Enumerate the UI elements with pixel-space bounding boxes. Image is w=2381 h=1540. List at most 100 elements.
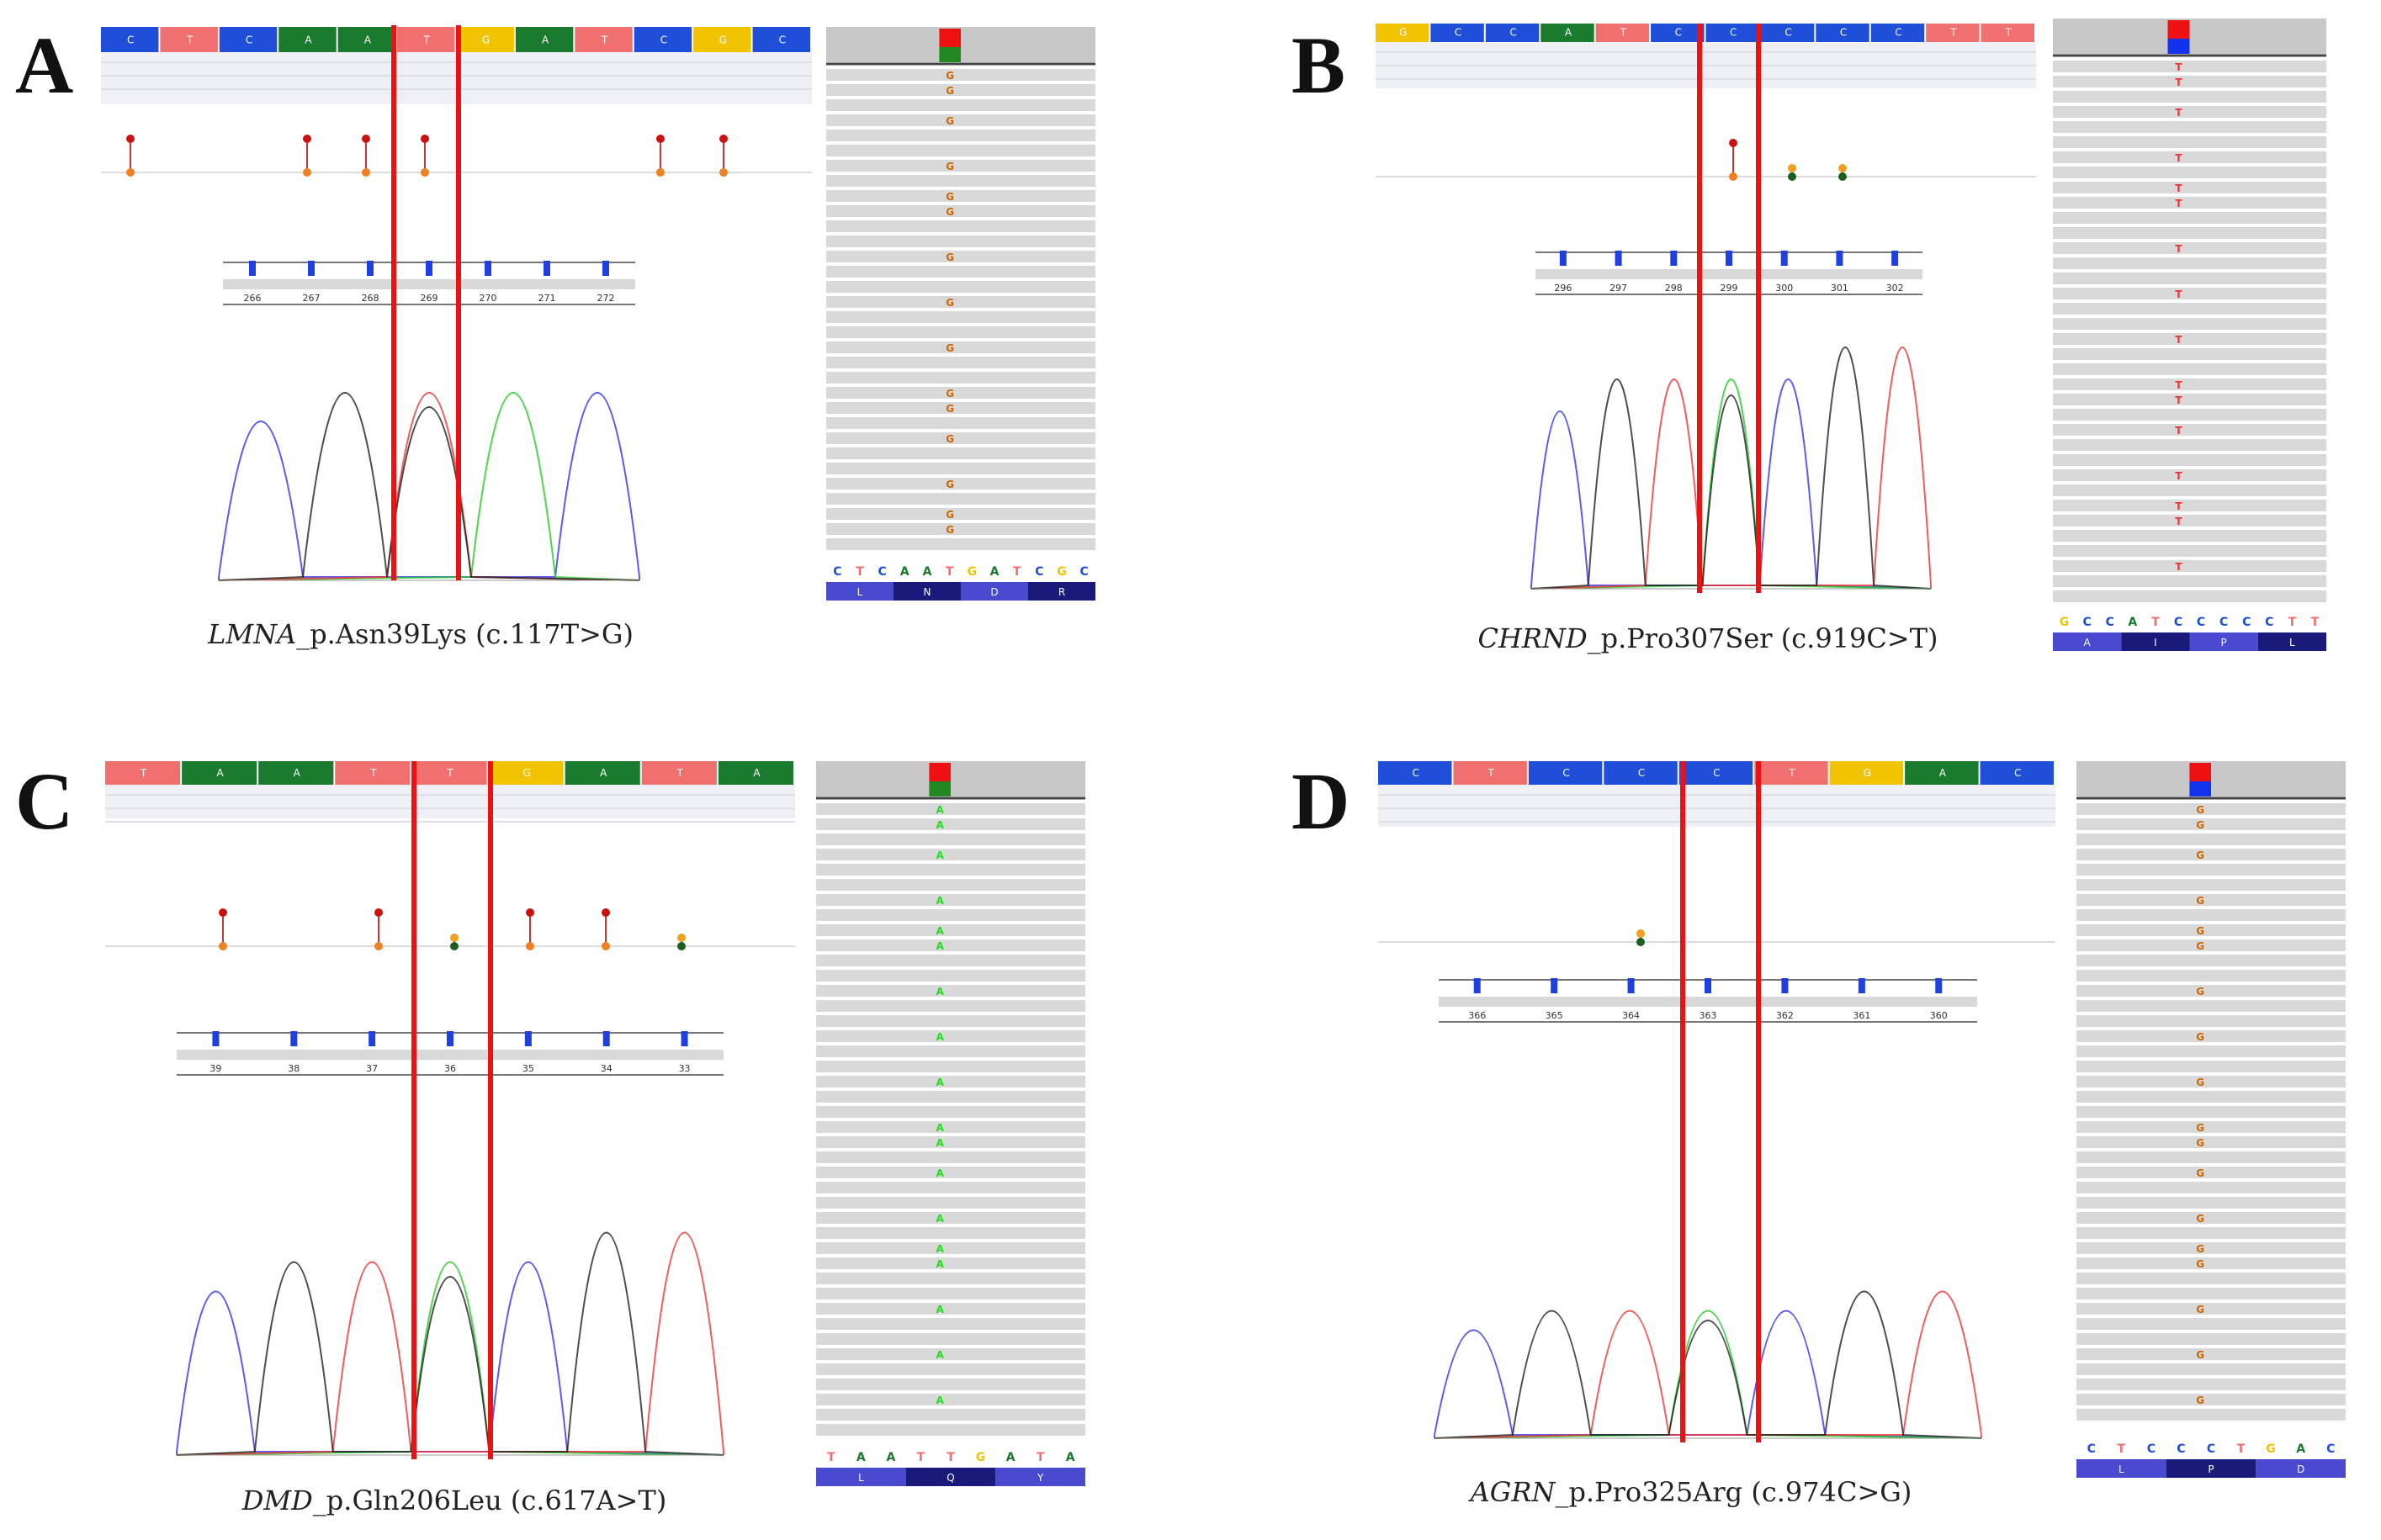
read-row-2 bbox=[2053, 76, 2326, 87]
read-alt-base-37: G bbox=[2196, 1349, 2204, 1361]
read-row-24 bbox=[816, 1151, 1085, 1163]
read-row-26 bbox=[2076, 1182, 2346, 1193]
read-row-16 bbox=[826, 296, 1095, 308]
read-row-5 bbox=[2053, 121, 2326, 133]
read-row-5 bbox=[826, 130, 1095, 141]
read-row-4 bbox=[2053, 106, 2326, 118]
read-row-12 bbox=[2076, 970, 2346, 982]
read-row-21 bbox=[2076, 1106, 2346, 1118]
read-row-10 bbox=[2053, 197, 2326, 209]
read-alt-base-31: T bbox=[2175, 516, 2182, 527]
trace-channel-1 bbox=[1434, 1310, 1982, 1439]
read-row-3 bbox=[2076, 834, 2346, 845]
ref-base-label-5: T bbox=[446, 767, 453, 779]
read-alt-base-4: T bbox=[2175, 107, 2182, 119]
lollipop-foot-2 bbox=[303, 168, 311, 177]
read-row-13 bbox=[826, 251, 1095, 262]
panel-b-caption: CHRND_p.Pro307Ser (c.919C>T) bbox=[1477, 622, 1938, 654]
read-alt-base-31: G bbox=[946, 524, 954, 536]
amino-acid-block-1 bbox=[2053, 632, 2122, 651]
read-row-2 bbox=[826, 84, 1095, 96]
igv-ref-base-9: C bbox=[2326, 1442, 2335, 1456]
igv-ref-base-6: G bbox=[976, 1451, 986, 1464]
ref-base-label-2: C bbox=[1455, 26, 1461, 38]
igv-ref-base-1: C bbox=[2087, 1442, 2096, 1456]
read-alt-base-19: T bbox=[2175, 334, 2182, 346]
igv-ref-base-4: A bbox=[2128, 616, 2137, 629]
lollipop-foot-3 bbox=[362, 168, 370, 177]
read-row-14 bbox=[816, 1000, 1085, 1012]
ref-base-8 bbox=[641, 761, 717, 785]
quality-bar-5 bbox=[1780, 251, 1788, 266]
ref-base-label-8: C bbox=[1784, 26, 1791, 38]
read-row-35 bbox=[2053, 575, 2326, 587]
panel-c-caption: DMD_p.Gln206Leu (c.617A>T) bbox=[242, 1484, 667, 1516]
read-alt-base-31: G bbox=[2196, 1258, 2204, 1270]
read-row-11 bbox=[2053, 212, 2326, 224]
read-row-30 bbox=[2076, 1242, 2346, 1254]
panel-b-variant: _p.Pro307Ser (c.919C>T) bbox=[1587, 622, 1938, 654]
lollipop-head-5 bbox=[602, 908, 610, 917]
ref-base-8 bbox=[1905, 761, 1979, 785]
amino-acid-label-2: I bbox=[2154, 637, 2157, 648]
read-row-27 bbox=[2053, 454, 2326, 466]
read-row-22 bbox=[2053, 378, 2326, 390]
ruler-band bbox=[177, 1050, 724, 1060]
read-row-18 bbox=[816, 1061, 1085, 1072]
read-row-37 bbox=[816, 1348, 1085, 1360]
read-row-11 bbox=[2076, 955, 2346, 966]
read-alt-base-2: G bbox=[2196, 819, 2204, 831]
position-label-1: 366 bbox=[1468, 1010, 1486, 1021]
read-row-25 bbox=[826, 432, 1095, 444]
ref-base-label-4: A bbox=[1565, 26, 1572, 38]
read-alt-base-2: T bbox=[2175, 77, 2182, 88]
lollipop-foot-1 bbox=[126, 168, 135, 177]
igv-ref-base-3: C bbox=[878, 565, 887, 579]
ref-base-label-6: T bbox=[1788, 767, 1795, 779]
read-alt-base-4: G bbox=[946, 115, 954, 127]
ref-base-label-8: A bbox=[542, 34, 549, 46]
read-alt-base-7: T bbox=[2175, 152, 2182, 164]
read-row-2 bbox=[816, 818, 1085, 830]
igv-coverage-alt bbox=[2167, 20, 2190, 39]
amino-acid-label-1: L bbox=[858, 1472, 864, 1484]
trace-channel-3 bbox=[218, 392, 640, 581]
amino-acid-block-2 bbox=[905, 1468, 996, 1486]
ref-base-label-12: C bbox=[779, 34, 786, 46]
ref-base-label-9: C bbox=[2014, 767, 2021, 779]
read-row-10 bbox=[826, 205, 1095, 217]
read-row-21 bbox=[2053, 363, 2326, 375]
ref-base-9 bbox=[1816, 24, 1869, 42]
read-row-37 bbox=[2076, 1348, 2346, 1360]
read-alt-base-16: G bbox=[946, 297, 954, 309]
position-label-7: 302 bbox=[1886, 283, 1904, 294]
amino-acid-block-3 bbox=[2256, 1459, 2346, 1478]
igv-ref-base-2: A bbox=[856, 1451, 866, 1464]
quality-bar-5 bbox=[524, 1031, 532, 1046]
read-row-23 bbox=[826, 402, 1095, 414]
read-row-38 bbox=[816, 1363, 1085, 1375]
igv-ref-base-1: T bbox=[827, 1451, 835, 1464]
quality-bar-4 bbox=[1705, 978, 1711, 993]
lollipop-foot-1 bbox=[1729, 172, 1737, 181]
read-alt-base-23: A bbox=[936, 1137, 945, 1149]
lollipop-foot-4 bbox=[421, 168, 429, 177]
panel-d-caption: AGRN_p.Pro325Arg (c.974C>G) bbox=[1471, 1476, 1912, 1508]
amino-acid-block-1 bbox=[2076, 1459, 2166, 1478]
read-alt-base-40: G bbox=[2196, 1394, 2204, 1406]
read-row-20 bbox=[826, 357, 1095, 368]
ref-base-1 bbox=[1378, 761, 1452, 785]
lollipop-head-2 bbox=[374, 908, 383, 917]
ref-base-2 bbox=[182, 761, 257, 785]
amino-acid-block-2 bbox=[2166, 1459, 2256, 1478]
quality-bar-1 bbox=[212, 1031, 220, 1046]
read-row-25 bbox=[2053, 424, 2326, 436]
igv-ref-base-5: C bbox=[2207, 1442, 2215, 1456]
quality-bar-6 bbox=[544, 261, 550, 276]
ref-base-3 bbox=[219, 27, 278, 52]
read-row-29 bbox=[816, 1227, 1085, 1239]
quality-bar-6 bbox=[1858, 978, 1865, 993]
read-row-10 bbox=[816, 939, 1085, 951]
read-row-27 bbox=[2076, 1197, 2346, 1209]
ref-base-6 bbox=[1651, 24, 1705, 42]
